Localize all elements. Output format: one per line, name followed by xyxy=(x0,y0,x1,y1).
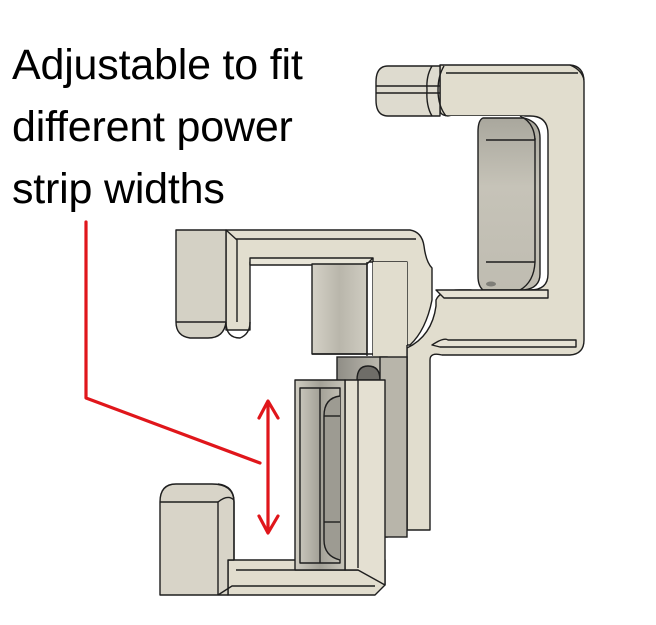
lower-adjustable-clamp xyxy=(159,379,386,596)
upper-hook xyxy=(375,64,585,531)
leader-line xyxy=(84,220,262,465)
annotation-text: Adjustable to fit different power strip … xyxy=(12,34,303,220)
annotation-line-2: different power xyxy=(12,103,293,151)
annotation-line-3: strip widths xyxy=(12,165,225,213)
annotation-line-1: Adjustable to fit xyxy=(12,41,303,89)
arrow-head-up xyxy=(257,399,280,420)
leader-annotation xyxy=(84,220,280,535)
arrow-head-down xyxy=(257,514,280,535)
